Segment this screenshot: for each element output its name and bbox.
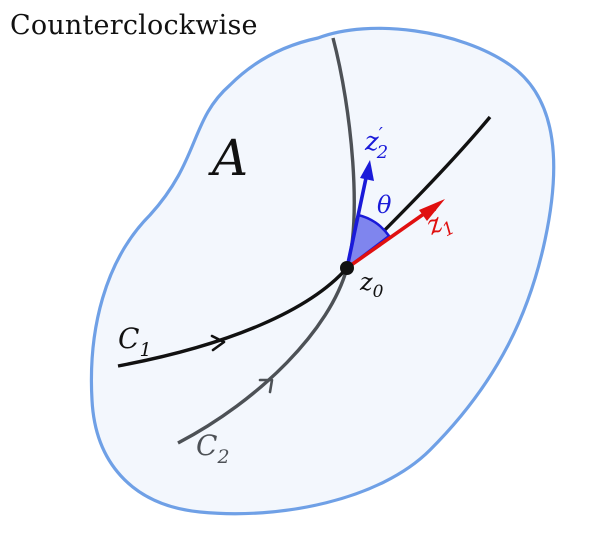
region-a — [89, 26, 556, 516]
label-c1: C1 — [118, 322, 152, 361]
label-theta: θ — [377, 191, 392, 219]
c1-direction-arrow — [210, 334, 226, 352]
tangent-z1-line — [345, 209, 430, 270]
point-z0 — [340, 261, 354, 275]
tangent-z2-line — [345, 177, 368, 269]
tangent-z2-arrowhead — [360, 160, 374, 181]
diagram-title: Counterclockwise — [10, 10, 258, 41]
region-label: A — [208, 129, 248, 187]
label-z0: z0 — [359, 268, 384, 302]
c2-direction-arrow — [258, 378, 274, 394]
tangent-z1-arrowhead — [419, 199, 445, 221]
label-c2: C2 — [196, 429, 230, 468]
label-z2-prime: z′2 — [364, 124, 388, 163]
